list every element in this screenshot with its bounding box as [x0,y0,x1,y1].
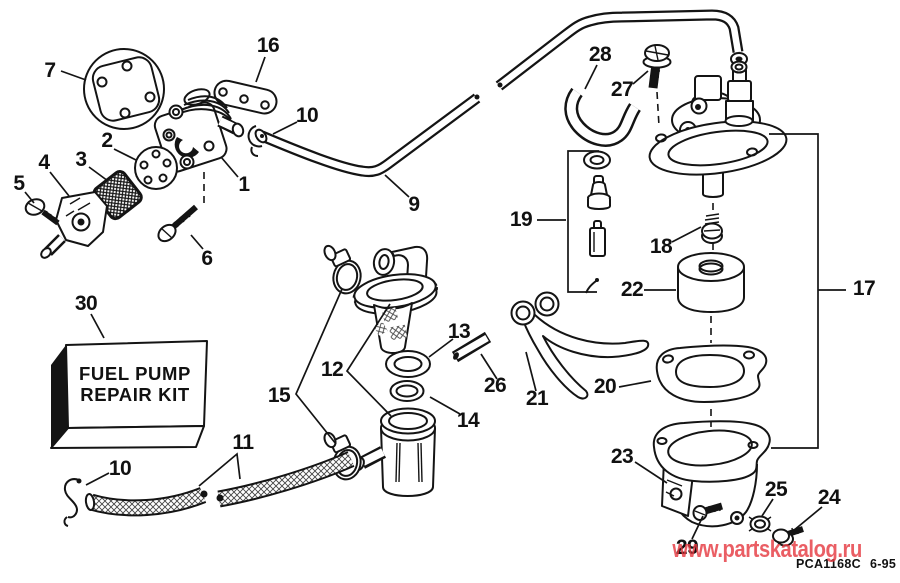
part-label-13: 13 [447,320,471,343]
part-label-12: 12 [320,358,344,381]
part-24-bolt [772,526,804,547]
part-23-cup-assembly [652,420,771,528]
part-label-20: 20 [593,375,617,398]
part-label-6: 6 [201,247,213,270]
part-26-tube [451,331,492,363]
part-label-2: 2 [101,129,113,152]
part-11-hoses [84,451,355,517]
leader-lines [24,56,823,540]
doc-code: PCA1168C 6-95 [796,557,896,571]
doc-code-number: PCA1168C [796,557,861,571]
part-label-21: 21 [525,387,549,410]
kit-box-line2: REPAIR KIT [80,384,190,405]
part-label-7: 7 [44,59,56,82]
part-25-washer [748,515,772,533]
part-label-15: 15 [267,384,291,407]
part-label-16: 16 [256,34,280,57]
kit-box-label: FUEL PUMP REPAIR KIT [64,363,206,405]
part-6-screw [157,204,198,243]
part-5-screw [24,198,60,226]
part-4-pump-base [40,191,108,259]
part-label-18: 18 [649,235,673,258]
part-19-kit-bracket [567,150,611,294]
kit-box-line1: FUEL PUMP [79,363,191,384]
part-label-10-top: 10 [295,104,319,127]
part-10-clip-top [247,125,263,157]
fuel-pump-assembly [648,60,788,198]
part-label-28: 28 [588,43,612,66]
part-label-1: 1 [238,173,250,196]
part-label-11: 11 [232,431,254,454]
part-14-o-ring [389,380,425,402]
part-13-o-ring [385,350,431,378]
part-29-screw [692,502,723,521]
alignment-dashes [203,91,714,427]
part-20-gasket [655,344,768,403]
part-label-5: 5 [13,172,25,195]
part-21-fork-lever [510,291,650,400]
part-label-3: 3 [75,148,87,171]
part-label-30: 30 [74,292,98,315]
part-18-fitting [701,213,723,244]
part-label-19: 19 [509,208,533,231]
part-16-plate [213,79,278,115]
part-30-kit-box [50,340,208,449]
part-label-4: 4 [38,151,50,174]
part-28-hose [564,87,641,147]
part-label-25: 25 [764,478,788,501]
part-label-26: 26 [483,374,507,397]
part-label-9: 9 [408,193,420,216]
part-27-screw [642,44,672,89]
part-17-group-bracket [769,133,846,449]
part-label-24: 24 [817,486,841,509]
part-label-27: 27 [610,78,634,101]
part-label-23: 23 [610,445,634,468]
part-2-gasket [134,146,178,190]
part-label-14: 14 [456,409,480,432]
part-22-cylinder [677,252,745,313]
part-label-10-bottom: 10 [108,457,132,480]
part-label-17: 17 [852,277,876,300]
doc-code-date: 6-95 [869,557,897,571]
part-label-22: 22 [620,278,644,301]
part-7-seal-and-plate [83,48,165,130]
part-9-hose [254,9,748,178]
part-label-29: 29 [675,536,699,559]
part-10-clip-bottom [63,478,82,527]
watermark: www.partskatalog.ru [672,536,862,563]
